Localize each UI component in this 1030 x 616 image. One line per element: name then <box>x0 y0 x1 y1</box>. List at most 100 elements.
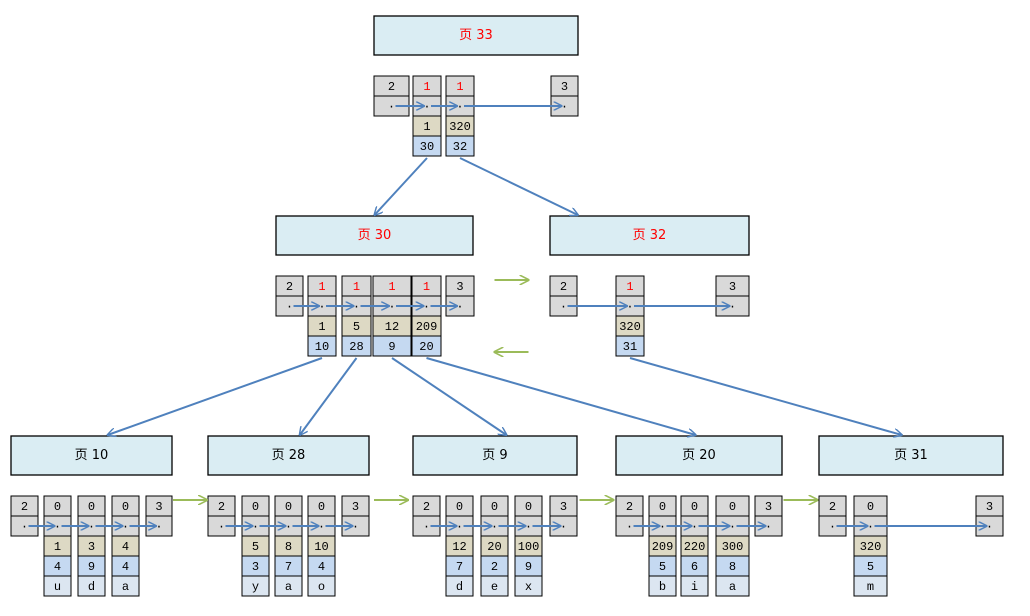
child-page-no-cell <box>341 335 372 357</box>
record-col3: x <box>525 580 532 594</box>
record-type: 1 <box>353 280 360 294</box>
record-key: 3 <box>88 540 95 554</box>
child-page-no: 9 <box>388 340 395 354</box>
record-col2: 7 <box>456 560 463 574</box>
page-label: 页 33 <box>459 28 493 43</box>
record-entry: 1·110 <box>307 275 337 357</box>
next-pointer: · <box>88 520 95 534</box>
record-col3-cell <box>853 575 888 597</box>
record-type: 3 <box>986 500 993 514</box>
record-col3: y <box>252 580 259 594</box>
record-key: 12 <box>452 540 466 554</box>
child-page-no: 31 <box>623 340 637 354</box>
child-pointer-arrow <box>426 357 696 435</box>
record-type: 0 <box>88 500 95 514</box>
record-entry: 0·87a <box>274 495 303 597</box>
record-key: 320 <box>619 320 641 334</box>
page-header-box <box>818 435 1004 476</box>
next-pointer: · <box>353 300 360 314</box>
next-pointer: · <box>252 520 259 534</box>
record-col2: 3 <box>252 560 259 574</box>
record-col2: 7 <box>285 560 292 574</box>
record-type: 2 <box>423 500 430 514</box>
next-pointer: · <box>691 520 698 534</box>
page-header-box <box>549 215 750 256</box>
page-header-box <box>412 435 578 476</box>
record-col3: o <box>318 580 325 594</box>
record-key: 320 <box>860 540 882 554</box>
record-type: 2 <box>560 280 567 294</box>
next-pointer: · <box>729 520 736 534</box>
next-pointer: · <box>765 520 772 534</box>
record-key: 1 <box>423 120 430 134</box>
record-key: 5 <box>252 540 259 554</box>
next-pointer: · <box>218 520 225 534</box>
page-label: 页 30 <box>358 228 392 243</box>
record-col3-cell <box>715 575 750 597</box>
child-page-no: 20 <box>419 340 433 354</box>
record-supremum: 3· <box>754 495 783 537</box>
child-pointer-arrow <box>300 357 358 435</box>
child-page-no-cell <box>307 335 337 357</box>
next-pointer: · <box>560 300 567 314</box>
record-infimum: 2· <box>549 275 578 317</box>
record-key: 209 <box>416 320 438 334</box>
record-entry: 0·44a <box>111 495 140 597</box>
next-pointer: · <box>525 520 532 534</box>
record-type: 3 <box>155 500 162 514</box>
record-type: 3 <box>352 500 359 514</box>
next-pointer: · <box>155 520 162 534</box>
next-pointer: · <box>659 520 666 534</box>
record-entry: 1·129 <box>372 275 412 357</box>
record-entry: 0·14u <box>43 495 72 597</box>
record-col2: 2 <box>491 560 498 574</box>
record-col3: d <box>456 580 463 594</box>
record-type: 0 <box>456 500 463 514</box>
record-supremum: 3· <box>550 75 579 117</box>
record-entry: 0·53y <box>241 495 270 597</box>
record-infimum: 2· <box>275 275 304 317</box>
child-pointer-arrow <box>629 357 902 435</box>
record-type: 0 <box>318 500 325 514</box>
next-pointer: · <box>456 300 463 314</box>
page-header-box <box>207 435 370 476</box>
record-key: 12 <box>385 320 399 334</box>
record-key: 8 <box>285 540 292 554</box>
child-page-no-cell <box>412 135 442 157</box>
next-pointer: · <box>122 520 129 534</box>
record-col2: 4 <box>318 560 325 574</box>
next-pointer: · <box>318 520 325 534</box>
page-header-box <box>373 15 579 56</box>
record-type: 0 <box>691 500 698 514</box>
record-key: 10 <box>314 540 328 554</box>
record-supremum: 3· <box>549 495 578 537</box>
record-col3: a <box>122 580 129 594</box>
child-pointer-arrow <box>375 157 428 215</box>
record-col2: 4 <box>54 560 61 574</box>
child-page-no: 28 <box>349 340 363 354</box>
next-pointer: · <box>352 520 359 534</box>
record-key: 220 <box>684 540 706 554</box>
record-type: 0 <box>525 500 532 514</box>
next-pointer: · <box>561 100 568 114</box>
record-col3: d <box>88 580 95 594</box>
record-type: 2 <box>21 500 28 514</box>
record-col3: i <box>691 580 698 594</box>
child-pointer-arrow <box>391 357 506 435</box>
page-header-box <box>615 435 783 476</box>
record-col2: 4 <box>122 560 129 574</box>
record-infimum: 2· <box>412 495 441 537</box>
record-key: 1 <box>318 320 325 334</box>
record-col2: 5 <box>867 560 874 574</box>
record-entry: 1·130 <box>412 75 442 157</box>
